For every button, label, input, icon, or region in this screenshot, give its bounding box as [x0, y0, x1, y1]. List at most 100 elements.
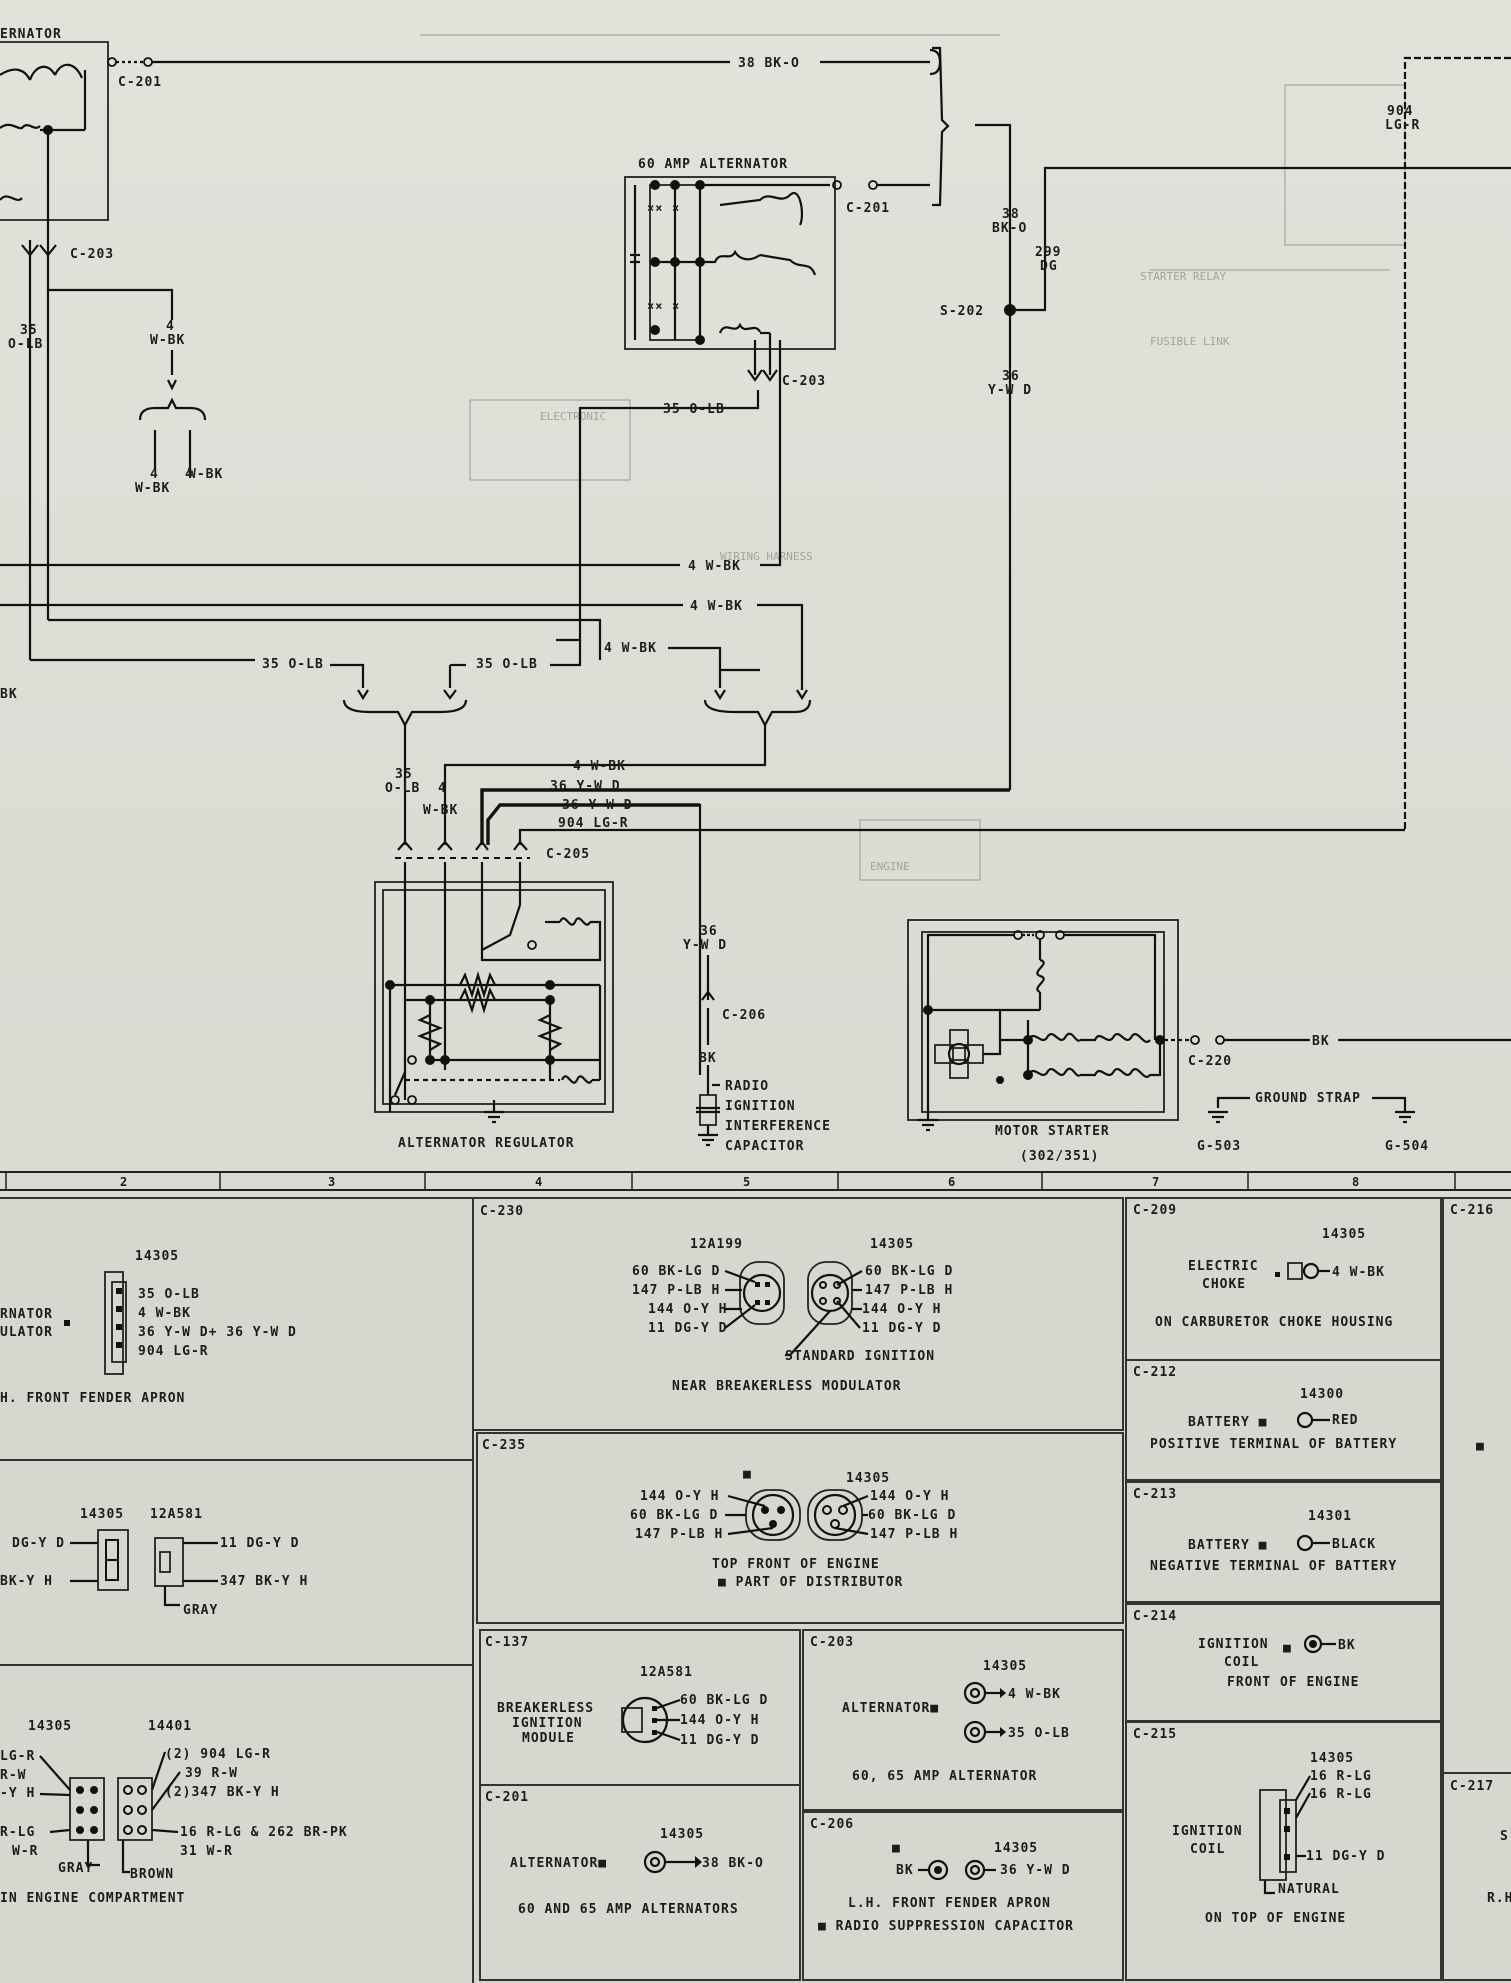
c205-label: C-205 [546, 847, 590, 862]
g503-label: G-503 [1197, 1139, 1241, 1154]
bk-left-label: BK [0, 687, 18, 702]
c215-pin3: 11 DG-Y D [1306, 1849, 1385, 1864]
w35a-color: O-LB [8, 337, 43, 352]
left2-rpin2: 347 BK-Y H [220, 1574, 308, 1589]
left3-lpin5: W-R [12, 1844, 38, 1859]
c201-part: 14305 [660, 1827, 704, 1842]
c235-id: C-235 [482, 1438, 526, 1453]
c215-pin2: 16 R-LG [1310, 1787, 1372, 1802]
left-alternator: ERNATOR [0, 27, 109, 300]
c137-comp1: BREAKERLESS [497, 1701, 594, 1716]
c206-right: 36 Y-W D [1000, 1863, 1071, 1878]
c230-lpin4: 11 DG-Y D [648, 1321, 727, 1336]
panel-left2: 14305 12A581 DG-Y D BK-Y H 11 DG-Y D 347… [0, 1459, 474, 1666]
panel-c214: C-214 IGNITION COIL ■ BK FRONT OF ENGINE [1125, 1603, 1442, 1722]
w35-h2-label: 35 O-LB [476, 657, 538, 672]
grid-num-8: 8 [1352, 1175, 1360, 1189]
c230-part-a: 12A199 [690, 1237, 743, 1252]
grid-num-4: 4 [535, 1175, 543, 1189]
c213-pin: BLACK [1332, 1537, 1376, 1552]
left3-part-a: 14305 [28, 1719, 72, 1734]
c230-location: NEAR BREAKERLESS MODULATOR [672, 1379, 902, 1394]
c215-pin1: 16 R-LG [1310, 1769, 1372, 1784]
c201-id: C-201 [485, 1790, 529, 1805]
grid-strip: 2 3 4 5 6 7 8 [0, 1171, 1511, 1191]
left1-part: 14305 [135, 1249, 179, 1264]
c230-lpin3: 144 O-Y H [648, 1302, 727, 1317]
panel-c209: C-209 14305 ELECTRIC CHOKE 4 W-BK ON CAR… [1125, 1197, 1442, 1361]
c201-left-label: C-201 [118, 75, 162, 90]
c215-comp2: COIL [1190, 1842, 1225, 1857]
w4-h3-label: 4 W-BK [604, 641, 657, 656]
w35-reg-label: 35 [395, 767, 413, 782]
c235-part: 14305 [846, 1471, 890, 1486]
w4a-color: W-BK [150, 333, 185, 348]
w36-label: 36 [1002, 369, 1020, 384]
wire-38-top-label: 38 BK-O [738, 56, 800, 71]
c214-comp2: COIL [1224, 1655, 1259, 1670]
left1-comp2: ULATOR [0, 1325, 53, 1340]
svg-text:STARTER RELAY: STARTER RELAY [1140, 270, 1226, 283]
c209-id: C-209 [1133, 1203, 1177, 1218]
c235-lpin1: 144 O-Y H [640, 1489, 719, 1504]
c230-rpin3: 144 O-Y H [862, 1302, 941, 1317]
svg-text:ENGINE: ENGINE [870, 860, 910, 873]
cap-line-2: IGNITION [725, 1099, 796, 1114]
panel-left3: 14305 14401 LG-R R-W -Y H R-LG W-R (2) 9… [0, 1664, 474, 1983]
w4-h1-label: 4 W-BK [688, 559, 741, 574]
left-alternator-title: ERNATOR [0, 27, 62, 42]
c209-pin: 4 W-BK [1332, 1265, 1385, 1280]
left3-color-b: BROWN [130, 1867, 174, 1882]
c217-frag1: S [1500, 1829, 1509, 1844]
w904-label: 904 [1387, 104, 1413, 119]
c235-lpin3: 147 P-LB H [635, 1527, 723, 1542]
panel-c217: C-217 S R.H [1442, 1772, 1511, 1981]
alternator-60-title: 60 AMP ALTERNATOR [638, 157, 788, 172]
grid-num-3: 3 [328, 1175, 336, 1189]
w4c-color: W-BK [188, 467, 223, 482]
c215-location: ON TOP OF ENGINE [1205, 1911, 1346, 1926]
c235-mark: ■ [743, 1467, 752, 1482]
c214-comp1: IGNITION [1198, 1637, 1269, 1652]
c212-location: POSITIVE TERMINAL OF BATTERY [1150, 1437, 1397, 1452]
c215-color: NATURAL [1278, 1882, 1340, 1897]
c137-comp2: IGNITION [512, 1716, 583, 1731]
c230-part-b: 14305 [870, 1237, 914, 1252]
c213-comp: BATTERY ■ [1188, 1538, 1267, 1553]
w4-h2-label: 4 W-BK [690, 599, 743, 614]
c206-id: C-206 [810, 1817, 854, 1832]
c213-part: 14301 [1308, 1509, 1352, 1524]
c217-frag2: R.H [1487, 1891, 1511, 1906]
regulator-harness: 35 O-LB 4 W-BK 4 W-BK 36 Y-W D 36 Y-W D … [385, 759, 1010, 1075]
c230-id: C-230 [480, 1204, 524, 1219]
c206-location1: L.H. FRONT FENDER APRON [848, 1896, 1051, 1911]
left-wire-bundle: 35 O-LB 4 W-BK 4 W-BK 4 W-BK BK [0, 250, 223, 702]
s202-label: S-202 [940, 304, 984, 319]
c137-comp3: MODULE [522, 1731, 575, 1746]
w299-color: DG [1040, 259, 1058, 274]
grid-num-6: 6 [948, 1175, 956, 1189]
horizontal-harness: 35 O-LB 4 W-BK 4 W-BK 4 W-BK 35 O-LB 35 … [0, 340, 812, 760]
c203-comp: ALTERNATOR■ [842, 1701, 939, 1716]
left3-lpin1: LG-R [0, 1749, 35, 1764]
w4b-label: 4 [150, 467, 159, 482]
left3-lpin4: R-LG [0, 1825, 35, 1840]
w4-reg2-color: W-BK [423, 803, 458, 818]
grid-num-2: 2 [120, 1175, 128, 1189]
w35-reg-color: O-LB [385, 781, 420, 796]
motor-starter: BK C-220 MOTOR STARTER (302/351) [907, 919, 1511, 1164]
ground-strap-label: GROUND STRAP [1255, 1091, 1361, 1106]
c203-pin2: 35 O-LB [1008, 1726, 1070, 1741]
c230-rpin1: 60 BK-LG D [865, 1264, 953, 1279]
panel-c206: C-206 ■ 14305 BK 36 Y-W D L.H. FRONT FEN… [802, 1811, 1124, 1981]
w36-reg2-label: 36 Y-W D [562, 798, 633, 813]
left2-lpin1: DG-Y D [12, 1536, 65, 1551]
panel-c137: C-137 12A581 BREAKERLESS IGNITION MODULE… [479, 1629, 801, 1786]
left3-rpin1: (2) 904 LG-R [165, 1747, 271, 1762]
c212-id: C-212 [1133, 1365, 1177, 1380]
w4b-color: W-BK [135, 481, 170, 496]
left1-pin2: 4 W-BK [138, 1306, 191, 1321]
c230-note: STANDARD IGNITION [785, 1349, 935, 1364]
